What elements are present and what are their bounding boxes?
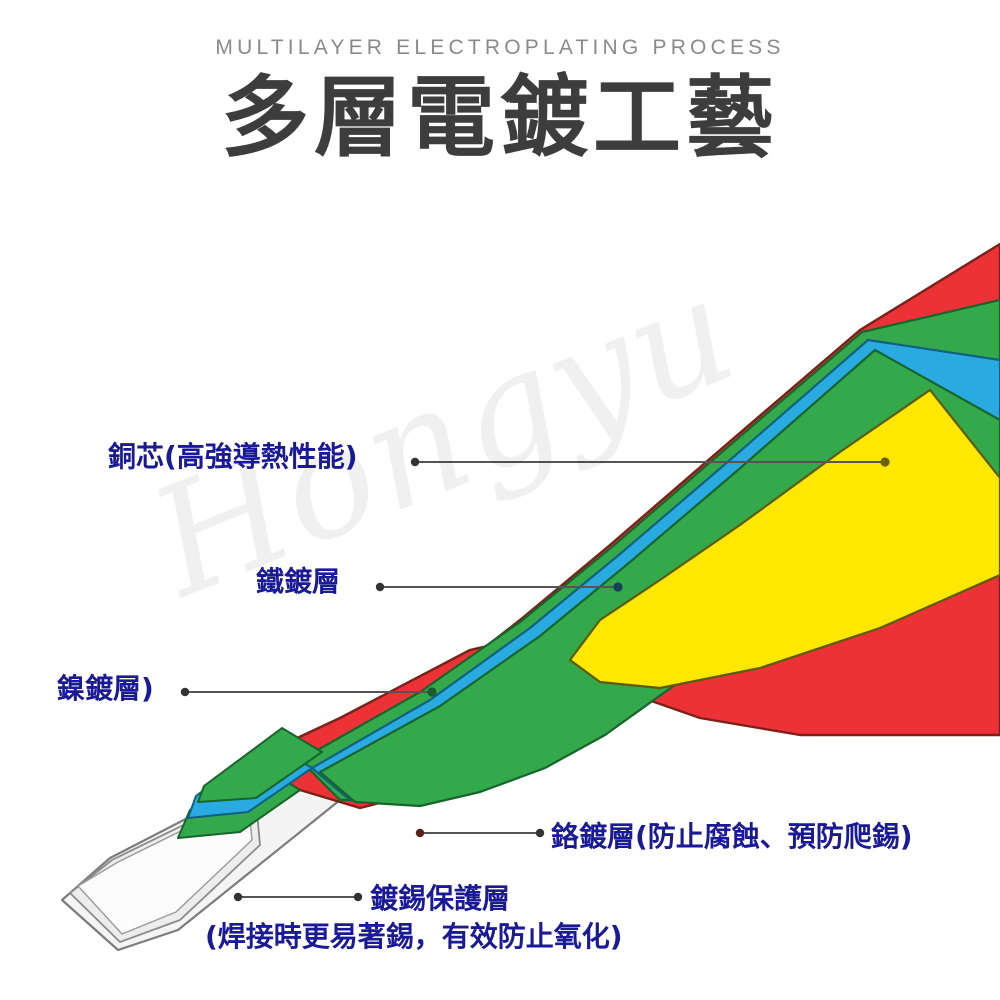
leader-dot-copper-core-start <box>410 457 420 467</box>
subtitle-text: MULTILAYER ELECTROPLATING PROCESS <box>215 36 785 59</box>
leader-dot-nickel-plating-end <box>427 687 437 697</box>
leader-dot-chrome-plating-end <box>535 828 545 838</box>
leader-dot-tin-plating-start <box>233 892 243 902</box>
leader-dot-iron-plating-end <box>613 582 623 592</box>
leader-dots <box>180 457 890 902</box>
leader-dot-copper-core-end <box>880 457 890 467</box>
label-nickel-plating: 鎳鍍層) <box>57 672 154 705</box>
label-tin-plating-subtext: (焊接時更易著錫，有效防止氧化) <box>205 920 623 953</box>
tip-taper-bands <box>177 727 323 839</box>
label-chrome-plating: 鉻鍍層(防止腐蝕、預防爬錫) <box>551 820 913 853</box>
page-title: 多層電鍍工藝 <box>220 66 779 169</box>
copper-core-layer <box>568 388 1000 690</box>
leader-dot-tin-plating-end <box>353 892 363 902</box>
label-copper-core: 銅芯(高強導熱性能) <box>108 440 358 473</box>
leader-dot-nickel-plating-start <box>180 687 190 697</box>
header: MULTILAYER ELECTROPLATING PROCESS 多層電鍍工藝 <box>0 0 1000 162</box>
leader-dot-iron-plating-start <box>375 582 385 592</box>
leader-lines <box>185 460 885 899</box>
label-tin-plating-group: 鍍錫保護層 (焊接時更易著錫，有效防止氧化) <box>205 882 623 953</box>
label-iron-plating: 鐵鍍層 <box>256 565 341 598</box>
leader-dot-chrome-plating-start <box>415 828 425 838</box>
label-tin-plating: 鍍錫保護層 <box>370 882 511 915</box>
